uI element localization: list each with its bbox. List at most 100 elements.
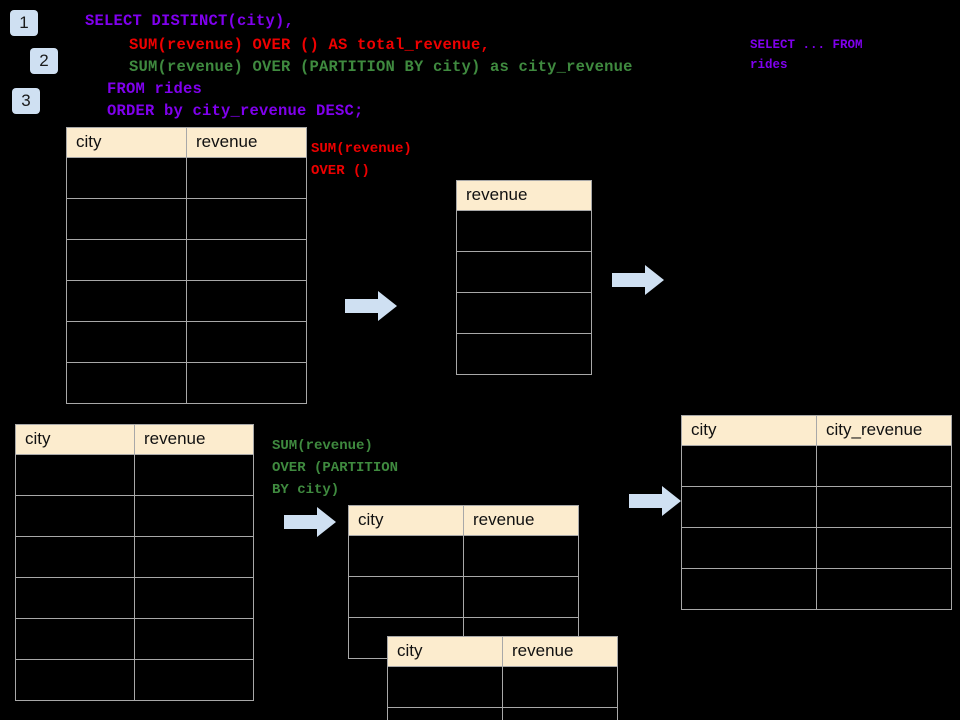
table-cell-city [15, 495, 135, 537]
table-cell-revenue [186, 198, 307, 240]
sql-line-from: FROM rides [107, 80, 203, 98]
table-cell-revenue [456, 210, 592, 252]
step-badge-1: 1 [10, 10, 38, 36]
table-row [15, 454, 254, 496]
table-cell-city_revenue [816, 486, 952, 528]
sql-line-total-revenue: SUM(revenue) OVER () AS total_revenue, [129, 36, 491, 54]
table-cell-city [66, 157, 187, 199]
table-cell-city [66, 239, 187, 281]
annotation-total-revenue-line-2: OVER () [311, 163, 370, 179]
table-cell-city [15, 536, 135, 578]
sql-line-city-revenue: SUM(revenue) OVER (PARTITION BY city) as… [129, 58, 633, 76]
final-result-table: city city_revenue [681, 415, 952, 610]
table-cell-city [66, 321, 187, 363]
table-header-row: city revenue [66, 127, 307, 158]
column-header-revenue: revenue [186, 127, 307, 158]
table-header-row: city city_revenue [681, 415, 952, 446]
table-cell-revenue [502, 707, 618, 720]
table-cell-city [681, 486, 817, 528]
table-cell-revenue [134, 495, 254, 537]
total-revenue-table: revenue [456, 180, 592, 375]
side-note-line-2: rides [750, 58, 788, 72]
table-row [15, 618, 254, 660]
table-row [15, 577, 254, 619]
arrow-partition-to-final [629, 486, 681, 516]
table-row [15, 659, 254, 701]
step-badge-2: 2 [30, 48, 58, 74]
annotation-city-revenue-line-3: BY city) [272, 482, 340, 498]
annotation-total-revenue-line-1: SUM(revenue) [311, 141, 412, 157]
table-cell-revenue [186, 239, 307, 281]
table-cell-revenue [186, 321, 307, 363]
table-cell-city [66, 362, 187, 404]
table-row [456, 292, 592, 334]
table-row [681, 527, 952, 569]
table-row [66, 321, 307, 363]
table-body [681, 445, 952, 610]
table-row [66, 280, 307, 322]
table-cell-revenue [134, 659, 254, 701]
table-body [15, 454, 254, 701]
table-row [387, 707, 618, 720]
table-header-row: city revenue [348, 505, 579, 536]
table-row [387, 666, 618, 708]
table-cell-revenue [186, 280, 307, 322]
column-header-city-revenue: city_revenue [816, 415, 952, 446]
table-cell-city [348, 535, 464, 577]
table-cell-revenue [186, 362, 307, 404]
table-cell-revenue [456, 292, 592, 334]
column-header-city: city [66, 127, 187, 158]
table-row [681, 445, 952, 487]
column-header-revenue: revenue [456, 180, 592, 211]
column-header-revenue: revenue [134, 424, 254, 455]
column-header-city: city [15, 424, 135, 455]
table-row [348, 535, 579, 577]
table-row [15, 536, 254, 578]
table-row [681, 568, 952, 610]
table-row [456, 333, 592, 375]
table-row [348, 576, 579, 618]
table-cell-revenue [463, 535, 579, 577]
annotation-city-revenue-line-2: OVER (PARTITION [272, 460, 399, 476]
table-cell-city [681, 445, 817, 487]
table-row [66, 157, 307, 199]
arrow-total-to-final [612, 265, 664, 295]
table-cell-city_revenue [816, 445, 952, 487]
table-row [66, 362, 307, 404]
table-cell-revenue [463, 576, 579, 618]
table-cell-city_revenue [816, 527, 952, 569]
table-header-row: revenue [456, 180, 592, 211]
sql-line-select: SELECT DISTINCT(city), [85, 12, 295, 30]
table-cell-revenue [456, 333, 592, 375]
column-header-city: city [681, 415, 817, 446]
table-row [681, 486, 952, 528]
table-cell-city [15, 454, 135, 496]
table-header-row: city revenue [387, 636, 618, 667]
column-header-city: city [348, 505, 464, 536]
table-cell-revenue [134, 536, 254, 578]
table-cell-revenue [134, 454, 254, 496]
table-cell-city [66, 280, 187, 322]
table-cell-city [15, 618, 135, 660]
table-row [66, 198, 307, 240]
table-cell-city_revenue [816, 568, 952, 610]
arrow-source-to-partition [284, 507, 336, 537]
side-note-line-1: SELECT ... FROM [750, 38, 863, 52]
arrow-source-to-total [345, 291, 397, 321]
table-cell-revenue [134, 577, 254, 619]
table-body [66, 157, 307, 404]
table-cell-city [387, 707, 503, 720]
table-row [15, 495, 254, 537]
table-row [456, 251, 592, 293]
table-cell-city [15, 659, 135, 701]
table-row [66, 239, 307, 281]
table-cell-revenue [456, 251, 592, 293]
table-cell-city [15, 577, 135, 619]
table-cell-city [681, 568, 817, 610]
table-header-row: city revenue [15, 424, 254, 455]
table-cell-city [348, 576, 464, 618]
table-body [456, 210, 592, 375]
sql-line-order-by: ORDER by city_revenue DESC; [107, 102, 364, 120]
rides-source-table: city revenue [66, 127, 307, 404]
